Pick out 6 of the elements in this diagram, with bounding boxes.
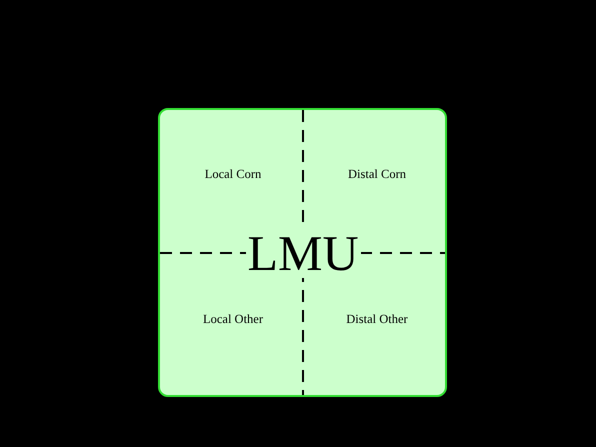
quadrant-label: Distal Corn <box>342 167 412 182</box>
quadrant-label: Distal Other <box>342 312 412 327</box>
center-label: LMU <box>246 228 361 278</box>
quadrant-label: Local Other <box>198 312 268 327</box>
quadrant-label: Local Corn <box>198 167 268 182</box>
square-panel <box>158 108 447 397</box>
